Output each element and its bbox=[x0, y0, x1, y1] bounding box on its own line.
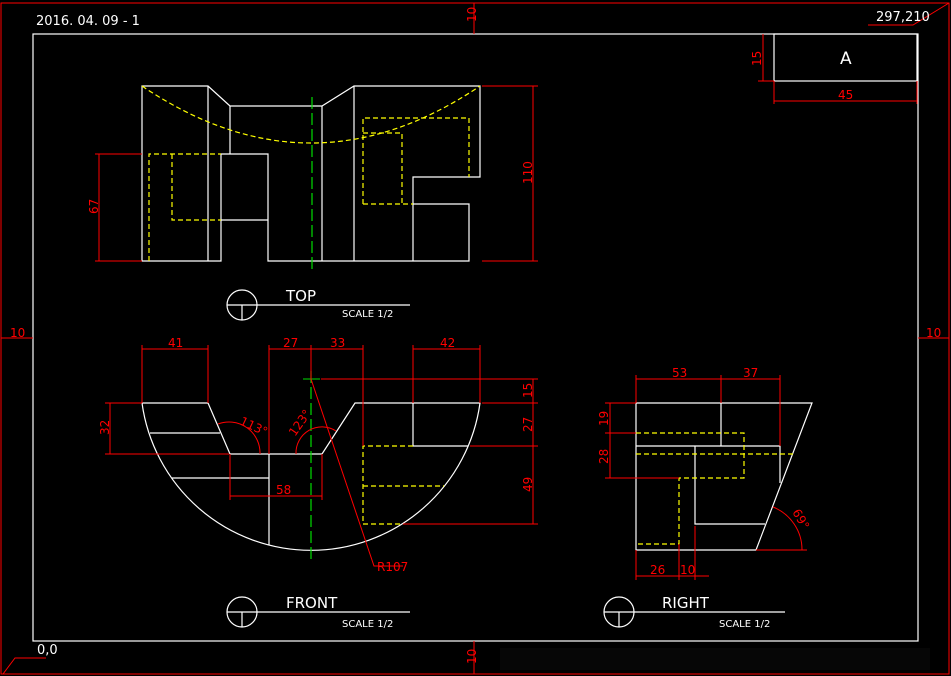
front-view-scale: SCALE 1/2 bbox=[342, 619, 393, 630]
date-label: 2016. 04. 09 - 1 bbox=[36, 14, 140, 29]
front-dim-27-vertical: 27 bbox=[521, 417, 535, 432]
front-angle-113: 113° bbox=[238, 414, 270, 439]
right-dim-28: 28 bbox=[597, 449, 611, 464]
right-dim-53: 53 bbox=[672, 366, 687, 380]
sheet-size-annotation: 297,210 bbox=[868, 2, 950, 26]
right-dim-19: 19 bbox=[597, 411, 611, 426]
front-angle-123: 123° bbox=[286, 407, 314, 439]
top-dim-110: 110 bbox=[521, 161, 535, 184]
front-dim-58: 58 bbox=[276, 483, 291, 497]
right-view: 53 37 19 28 26 10 69° bbox=[597, 366, 813, 580]
top-view-title: TOP bbox=[285, 287, 316, 305]
front-dim-32: 32 bbox=[98, 420, 112, 435]
title-block: A 15 45 bbox=[750, 33, 918, 104]
top-dim-67: 67 bbox=[87, 199, 101, 214]
right-dim-10: 10 bbox=[680, 563, 695, 577]
right-dim-37: 37 bbox=[743, 366, 758, 380]
front-view-label: FRONT SCALE 1/2 bbox=[226, 594, 410, 630]
right-dim-26: 26 bbox=[650, 563, 665, 577]
origin-annotation: 0,0 bbox=[2, 643, 58, 675]
front-view-title: FRONT bbox=[286, 594, 338, 612]
right-view-label: RIGHT SCALE 1/2 bbox=[603, 594, 785, 630]
right-view-title: RIGHT bbox=[662, 594, 710, 612]
front-dim-33: 33 bbox=[330, 336, 345, 350]
title-block-width-dim: 45 bbox=[838, 88, 853, 102]
title-block-height-dim: 15 bbox=[750, 51, 764, 66]
front-radius-r107: R107 bbox=[377, 560, 408, 574]
top-view: 67 110 bbox=[87, 85, 538, 270]
top-margin-dim: 10 bbox=[465, 7, 479, 22]
title-block-letter: A bbox=[840, 49, 852, 69]
front-view: 41 27 33 42 15 27 49 32 58 113° 123° R10… bbox=[98, 336, 538, 574]
front-dim-15: 15 bbox=[521, 383, 535, 398]
origin-label: 0,0 bbox=[37, 643, 58, 658]
right-margin-dim: 10 bbox=[926, 326, 941, 340]
sheet-size: 297,210 bbox=[876, 10, 930, 25]
top-view-label: TOP SCALE 1/2 bbox=[226, 287, 410, 321]
right-view-scale: SCALE 1/2 bbox=[719, 619, 770, 630]
front-dim-27: 27 bbox=[283, 336, 298, 350]
top-view-scale: SCALE 1/2 bbox=[342, 309, 393, 320]
bottom-margin-dim: 10 bbox=[465, 649, 479, 664]
left-margin-dim: 10 bbox=[10, 326, 25, 340]
blank-area bbox=[500, 648, 930, 670]
front-dim-42: 42 bbox=[440, 336, 455, 350]
right-angle-69: 69° bbox=[789, 507, 812, 532]
front-dim-41: 41 bbox=[168, 336, 183, 350]
front-dim-49: 49 bbox=[521, 477, 535, 492]
